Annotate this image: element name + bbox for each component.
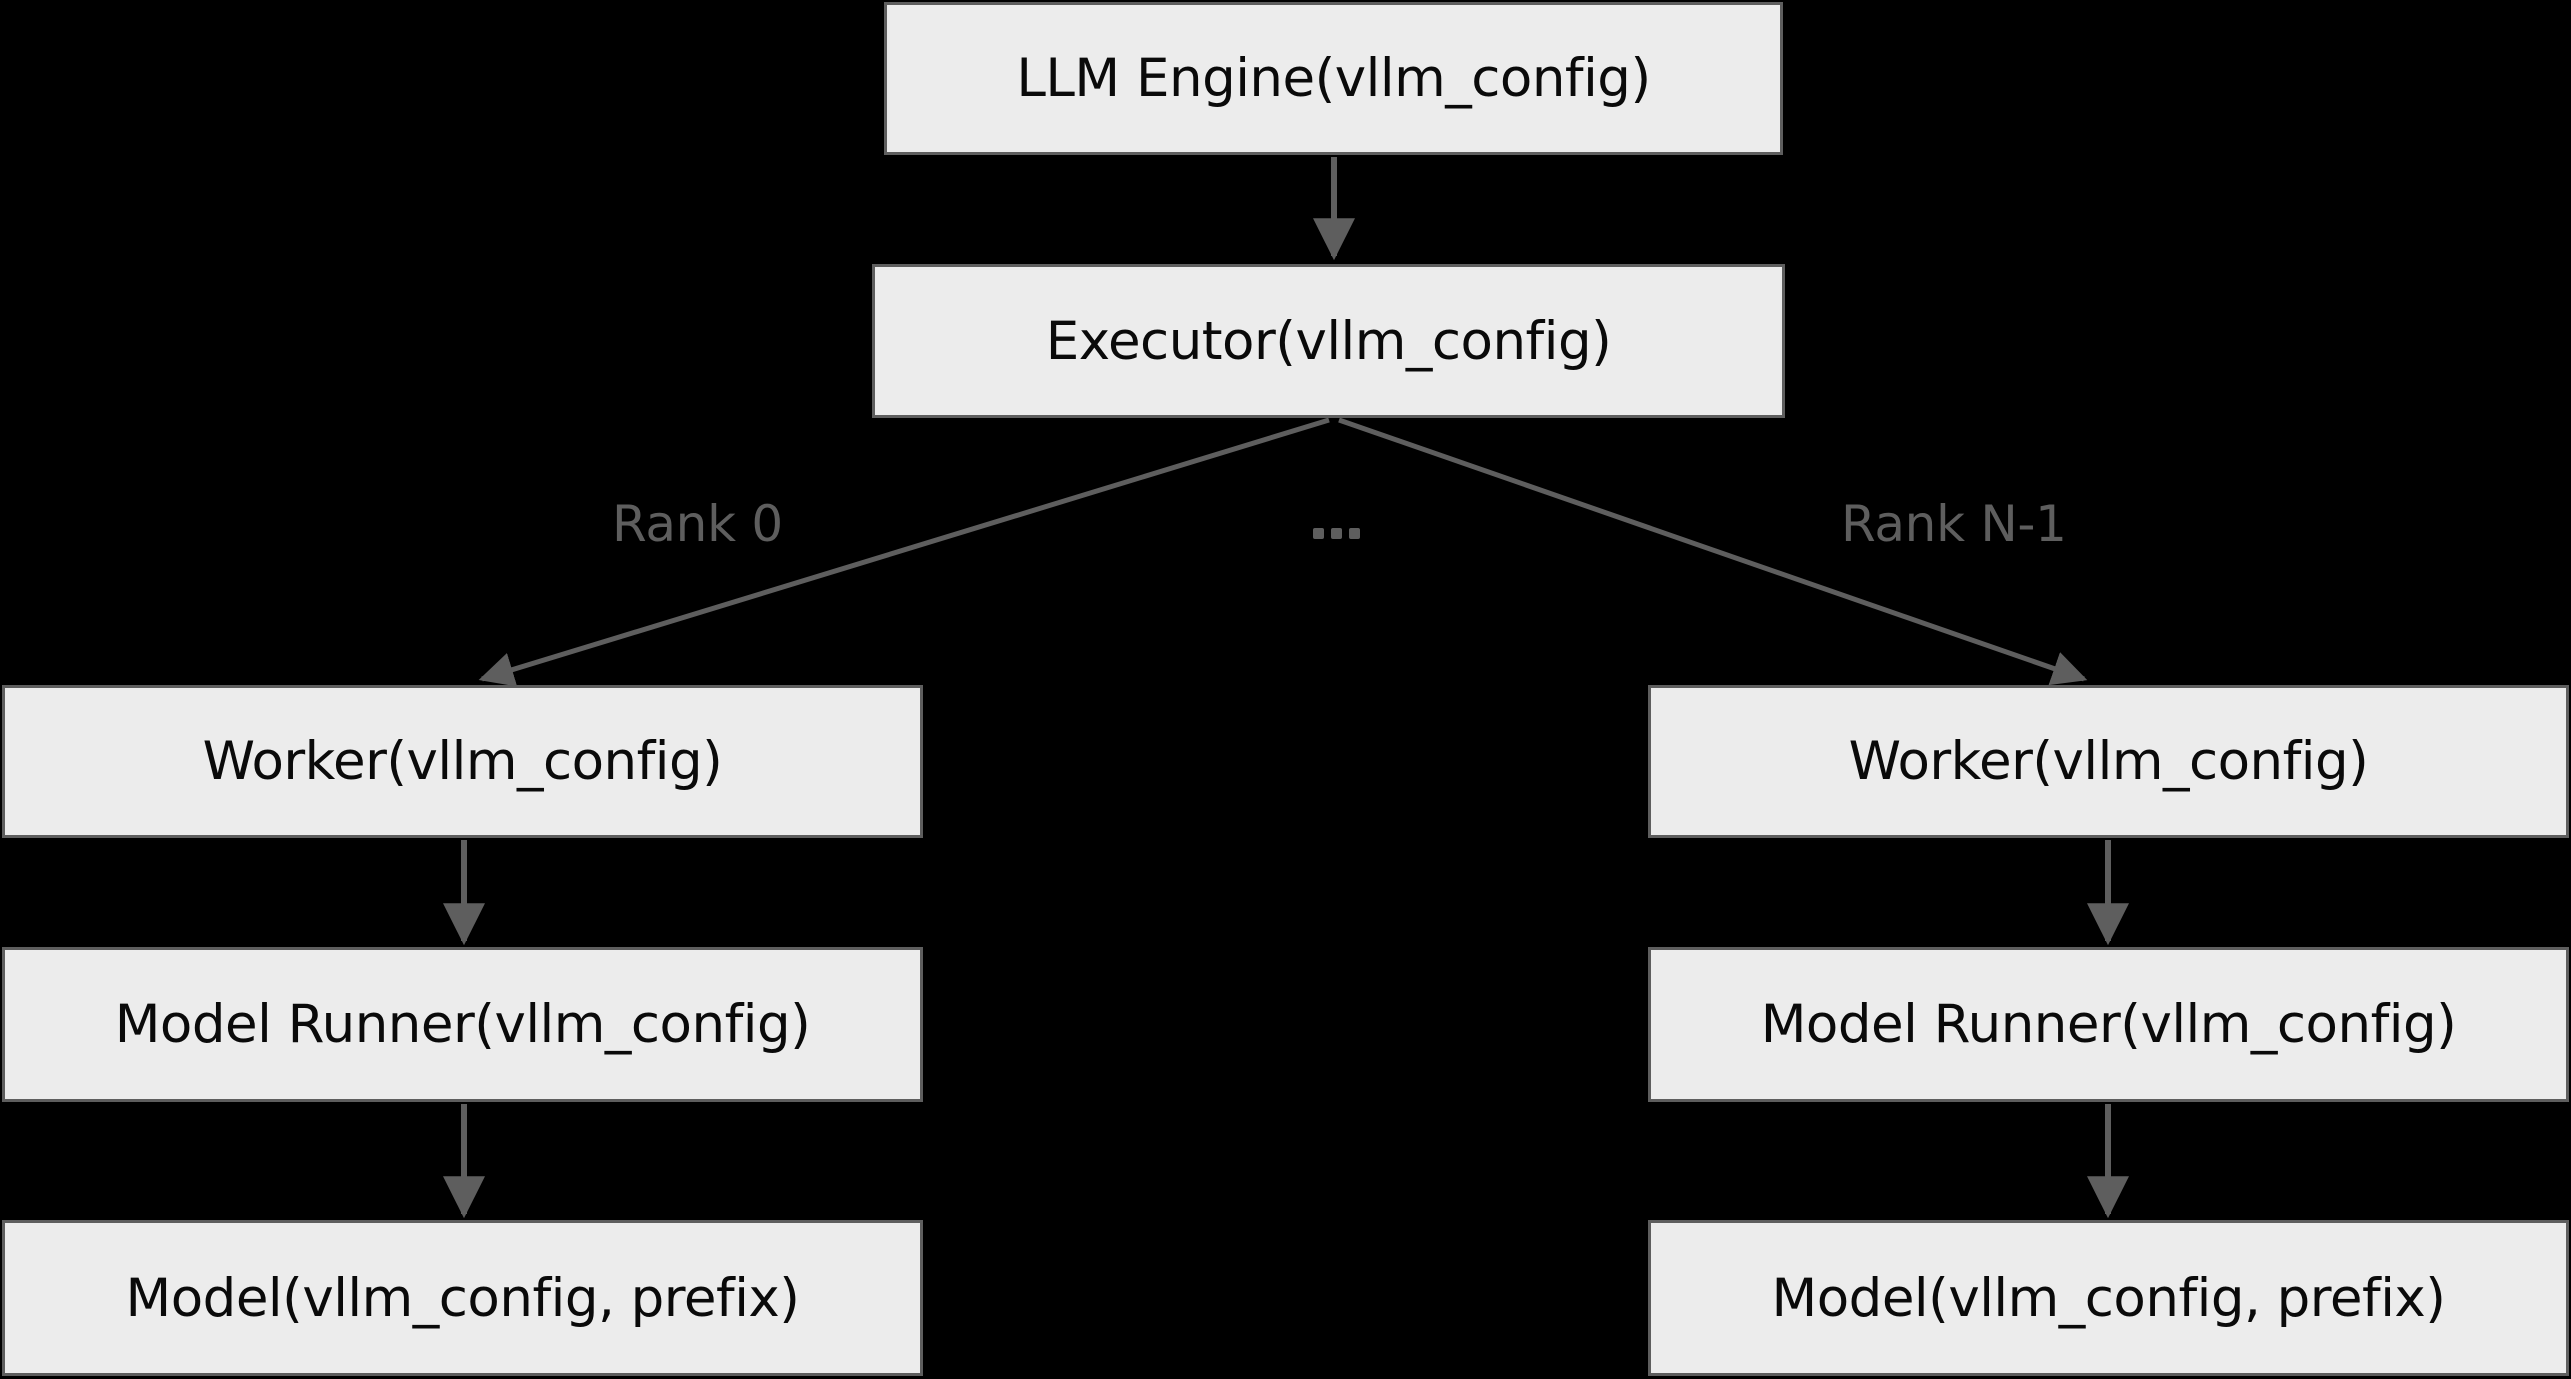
node-executor-label: Executor(vllm_config) [1045, 310, 1612, 372]
node-executor[interactable]: Executor(vllm_config) [872, 264, 1785, 418]
node-rank0-model-runner[interactable]: Model Runner(vllm_config) [2, 947, 923, 1102]
node-rank0-worker-label: Worker(vllm_config) [202, 731, 723, 792]
node-rank0-model-runner-label: Model Runner(vllm_config) [114, 994, 811, 1055]
node-rankn-model-label: Model(vllm_config, prefix) [1771, 1267, 2446, 1329]
node-rankn-model-runner[interactable]: Model Runner(vllm_config) [1648, 947, 2569, 1102]
node-llm-engine-label: LLM Engine(vllm_config) [1016, 48, 1651, 109]
edge-label-rank-n-1: Rank N-1 [1841, 495, 2067, 553]
edge-executor-to-rank0-worker [478, 417, 1330, 687]
ellipsis-dot [1349, 528, 1360, 539]
ellipsis-dot [1331, 528, 1342, 539]
edge-label-ellipsis [1313, 528, 1360, 539]
edge-label-rank-0: Rank 0 [612, 495, 783, 553]
node-rankn-model-runner-label: Model Runner(vllm_config) [1760, 994, 2457, 1055]
node-rankn-model[interactable]: Model(vllm_config, prefix) [1648, 1220, 2569, 1376]
ellipsis-dot [1313, 528, 1324, 539]
node-rankn-worker-label: Worker(vllm_config) [1848, 731, 2369, 792]
node-rank0-model-label: Model(vllm_config, prefix) [125, 1267, 800, 1329]
node-rank0-worker[interactable]: Worker(vllm_config) [2, 685, 923, 838]
node-rankn-worker[interactable]: Worker(vllm_config) [1648, 685, 2569, 838]
node-llm-engine[interactable]: LLM Engine(vllm_config) [884, 2, 1783, 155]
node-rank0-model[interactable]: Model(vllm_config, prefix) [2, 1220, 923, 1376]
